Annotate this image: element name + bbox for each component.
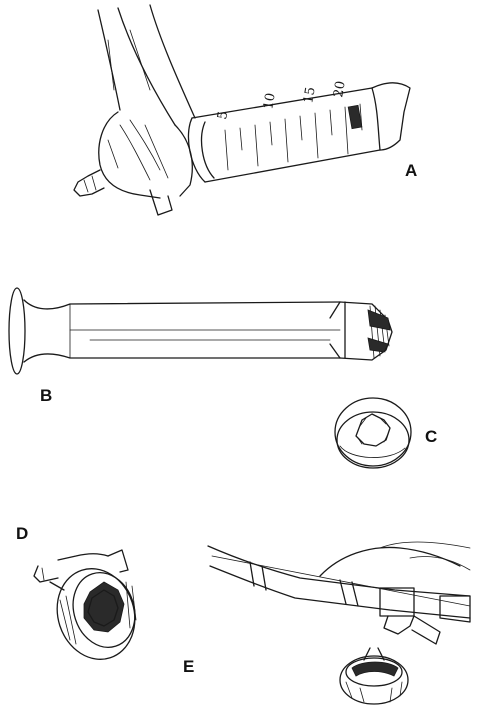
panel-label-b: B — [40, 387, 52, 404]
panel-label-a: A — [405, 162, 417, 179]
panel-label-c: C — [425, 428, 437, 445]
panel-label-e: E — [183, 658, 194, 675]
panel-label-d: D — [16, 525, 28, 542]
